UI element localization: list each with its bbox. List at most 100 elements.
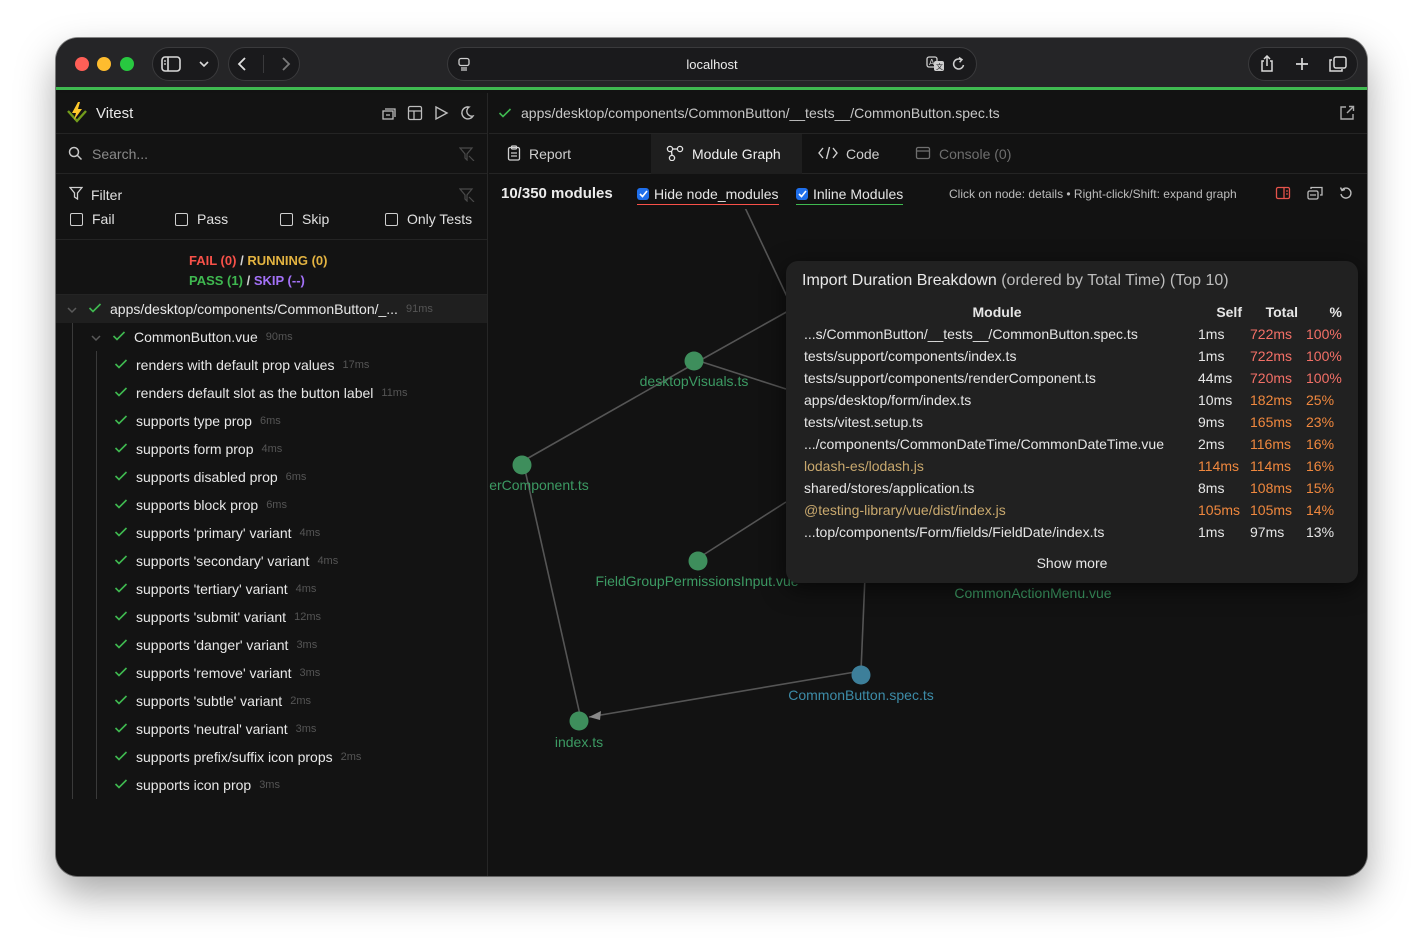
show-more-button[interactable]: Show more xyxy=(1036,555,1108,571)
chevron-down-icon[interactable] xyxy=(90,329,102,345)
breakdown-row[interactable]: tests/support/components/renderComponent… xyxy=(800,367,1346,389)
inline-modules-toggle[interactable]: Inline Modules xyxy=(796,186,904,205)
tab-overview-icon[interactable] xyxy=(1329,56,1347,72)
chevron-down-icon[interactable] xyxy=(198,60,210,68)
tree-item-duration: 6ms xyxy=(266,499,287,511)
breakdown-self: 105ms xyxy=(1198,502,1241,518)
tree-item-duration: 6ms xyxy=(285,471,307,483)
breakdown-percent: 25% xyxy=(1306,392,1335,408)
tab-code[interactable]: Code xyxy=(803,134,894,174)
filter-skip[interactable]: Skip xyxy=(280,211,329,227)
chevron-down-icon[interactable] xyxy=(66,301,78,317)
breakdown-row[interactable]: .../components/CommonDateTime/CommonDate… xyxy=(800,433,1346,455)
run-all-icon[interactable] xyxy=(433,105,449,124)
share-icon[interactable] xyxy=(1259,55,1275,73)
tree-item-test[interactable]: supports 'secondary' variant 4ms xyxy=(56,547,487,575)
breakdown-panel-icon[interactable] xyxy=(1275,186,1291,203)
reset-graph-icon[interactable] xyxy=(1339,186,1353,203)
filter-header: Filter xyxy=(68,186,122,203)
reload-icon[interactable] xyxy=(952,56,966,75)
graph-edge xyxy=(522,360,700,462)
hide-node-modules-checkbox[interactable] xyxy=(637,188,649,200)
dark-mode-icon[interactable] xyxy=(459,105,475,124)
breakdown-total: 105ms xyxy=(1250,502,1293,518)
tab-console[interactable]: Console (0) xyxy=(900,134,1026,174)
only-tests-checkbox[interactable] xyxy=(385,212,398,226)
tree-item-root-file[interactable]: apps/desktop/components/CommonButton/_..… xyxy=(56,295,487,323)
skip-checkbox[interactable] xyxy=(280,212,293,226)
breakdown-table: Module Self Total % ...s/CommonButton/__… xyxy=(800,301,1346,543)
tree-item-label: supports prefix/suffix icon props xyxy=(136,749,333,765)
graph-node-common-button-spec[interactable]: CommonButton.spec.ts xyxy=(788,665,934,704)
open-in-editor-icon[interactable] xyxy=(1339,105,1355,124)
tree-item-test[interactable]: renders default slot as the button label… xyxy=(56,379,487,407)
filter-pass[interactable]: Pass xyxy=(175,211,228,227)
breakdown-total: 722ms xyxy=(1250,348,1293,364)
new-tab-icon[interactable] xyxy=(1295,57,1309,71)
graph-icon xyxy=(666,145,684,164)
hide-node-modules-toggle[interactable]: Hide node_modules xyxy=(637,186,779,205)
graph-node-render-component[interactable]: erComponent.ts xyxy=(489,455,589,494)
test-summary: FAIL (0) / RUNNING (0) PASS (1) / SKIP (… xyxy=(56,240,487,295)
svg-text:desktopVisuals.ts: desktopVisuals.ts xyxy=(640,373,749,389)
tree-item-label: supports 'secondary' variant xyxy=(136,553,310,569)
tab-report[interactable]: Report xyxy=(492,134,586,174)
breakdown-row[interactable]: ...top/components/Form/fields/FieldDate/… xyxy=(800,521,1346,543)
breakdown-module: shared/stores/application.ts xyxy=(804,480,975,496)
sidebar-toggle-icon[interactable] xyxy=(161,56,182,72)
breakdown-module: tests/support/components/index.ts xyxy=(804,348,1017,364)
browser-actions-group xyxy=(1248,47,1358,81)
filter-fail[interactable]: Fail xyxy=(70,211,115,227)
clear-filter-icon[interactable] xyxy=(458,188,475,205)
graph-node-desktop-visuals[interactable]: desktopVisuals.ts xyxy=(640,351,749,390)
graph-node-index[interactable]: index.ts xyxy=(555,711,603,751)
graph-node-field-group-permissions[interactable]: FieldGroupPermissionsInput.vue xyxy=(595,551,799,590)
tree-item-label: supports form prop xyxy=(136,441,254,457)
breakdown-total: 114ms xyxy=(1250,458,1291,474)
collapse-all-icon[interactable] xyxy=(381,105,397,124)
fail-checkbox[interactable] xyxy=(70,212,83,226)
search-input[interactable] xyxy=(92,144,432,164)
back-icon[interactable] xyxy=(237,56,247,72)
forward-icon[interactable] xyxy=(281,56,291,72)
tree-item-duration: 4ms xyxy=(317,555,339,567)
zoom-window-button[interactable] xyxy=(120,57,134,71)
dashboard-icon[interactable] xyxy=(407,105,423,124)
breakdown-row[interactable]: ...s/CommonButton/__tests__/CommonButton… xyxy=(800,323,1346,345)
layout-icon[interactable] xyxy=(1307,186,1323,203)
page-settings-icon[interactable] xyxy=(457,57,471,74)
filter-fail-label: Fail xyxy=(92,211,115,227)
summary-slash: / xyxy=(240,253,244,268)
inline-modules-checkbox[interactable] xyxy=(796,188,808,200)
filter-only-tests[interactable]: Only Tests xyxy=(385,211,472,227)
tab-module-graph[interactable]: Module Graph xyxy=(651,134,802,174)
tree-item-suite[interactable]: CommonButton.vue 90ms xyxy=(56,323,487,351)
pass-checkbox[interactable] xyxy=(175,212,188,226)
minimize-window-button[interactable] xyxy=(97,57,111,71)
clear-search-icon[interactable] xyxy=(458,147,475,164)
close-window-button[interactable] xyxy=(75,57,89,71)
header-module: Module xyxy=(972,304,1022,320)
